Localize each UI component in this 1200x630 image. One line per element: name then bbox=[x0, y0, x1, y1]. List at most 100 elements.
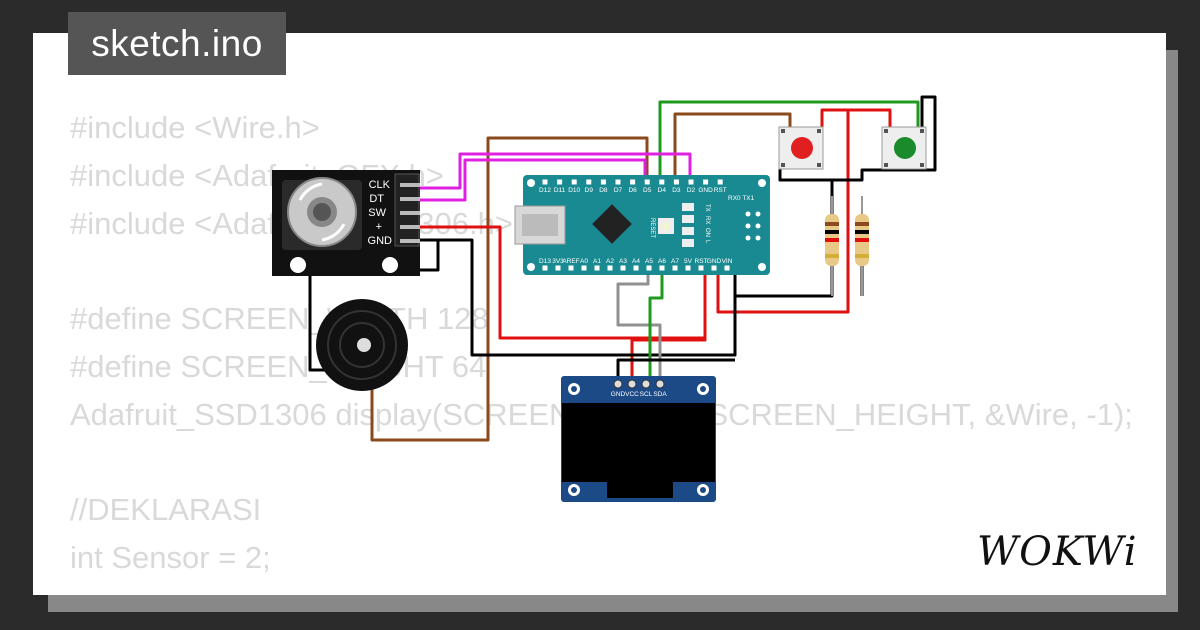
tx-label: TX bbox=[704, 204, 710, 212]
oled-pin-gnd: GND bbox=[611, 391, 626, 398]
resistor[interactable] bbox=[855, 196, 869, 296]
wire-gray bbox=[616, 268, 662, 384]
wire-brown bbox=[370, 136, 649, 442]
wire-magenta bbox=[420, 152, 692, 190]
arduino-pin-label: 5V bbox=[684, 258, 693, 265]
arduino-pin-label: D12 bbox=[539, 187, 551, 194]
arduino-pin-label: D10 bbox=[568, 187, 580, 194]
arduino-pin-label: VIN bbox=[722, 258, 733, 265]
arduino-pin-hole[interactable] bbox=[659, 179, 665, 185]
arduino-pin-hole[interactable] bbox=[581, 265, 587, 271]
arduino-pin-hole[interactable] bbox=[672, 265, 678, 271]
arduino-pin-hole[interactable] bbox=[644, 179, 650, 185]
arduino-pin-label: D11 bbox=[554, 187, 566, 194]
wire-magenta bbox=[420, 158, 647, 202]
arduino-pin-label: A5 bbox=[645, 258, 653, 265]
arduino-pin-label: A7 bbox=[671, 258, 679, 265]
wire-red bbox=[848, 108, 892, 130]
arduino-pin-label: RST bbox=[695, 258, 708, 265]
arduino-pin-label: D8 bbox=[599, 187, 608, 194]
buzzer[interactable] bbox=[316, 299, 408, 391]
oled-pin-vcc: VCC bbox=[625, 391, 639, 398]
arduino-pin-hole[interactable] bbox=[600, 179, 606, 185]
arduino-pin-hole[interactable] bbox=[688, 179, 694, 185]
wokwi-logo-text: WOKWi bbox=[977, 529, 1138, 575]
arduino-pin-hole[interactable] bbox=[542, 265, 548, 271]
arduino-pin-hole[interactable] bbox=[571, 179, 577, 185]
arduino-pin-label: AREF bbox=[562, 258, 579, 265]
arduino-pin-label: D13 bbox=[539, 258, 551, 265]
arduino-pin-hole[interactable] bbox=[673, 179, 679, 185]
rx0-tx1-label: RX0 TX1 bbox=[728, 195, 755, 202]
rotary-encoder[interactable]: CLK DT SW + GND bbox=[272, 170, 420, 276]
arduino-pin-hole[interactable] bbox=[620, 265, 626, 271]
arduino-pin-hole[interactable] bbox=[724, 265, 730, 271]
arduino-pin-label: D3 bbox=[672, 187, 681, 194]
arduino-pin-hole[interactable] bbox=[555, 265, 561, 271]
oled-pin-scl: SCL bbox=[640, 391, 653, 398]
file-name-tab: sketch.ino bbox=[68, 12, 286, 75]
arduino-pin-label: GND bbox=[698, 187, 713, 194]
arduino-pin-label: A2 bbox=[606, 258, 614, 265]
arduino-pin-label: D5 bbox=[643, 187, 652, 194]
oled-pin-sda: SDA bbox=[653, 391, 667, 398]
arduino-pin-hole[interactable] bbox=[633, 265, 639, 271]
arduino-pin-label: A6 bbox=[658, 258, 666, 265]
wire-brown bbox=[673, 112, 792, 183]
encoder-pin-clk: CLK bbox=[369, 179, 391, 191]
oled-screen bbox=[562, 403, 715, 482]
code-line: Adafruit_SSD1306 display(SCREEN_WIDTH, S… bbox=[70, 396, 1133, 432]
arduino-pin-label: A0 bbox=[580, 258, 588, 265]
arduino-pin-hole[interactable] bbox=[607, 265, 613, 271]
arduino-pin-label: D4 bbox=[658, 187, 667, 194]
arduino-pin-hole[interactable] bbox=[615, 179, 621, 185]
arduino-pin-label: A4 bbox=[632, 258, 640, 265]
arduino-pin-hole[interactable] bbox=[542, 179, 548, 185]
arduino-pin-hole[interactable] bbox=[586, 179, 592, 185]
arduino-pin-hole[interactable] bbox=[659, 265, 665, 271]
pushbutton-green[interactable] bbox=[881, 126, 927, 170]
encoder-pin-gnd: GND bbox=[368, 235, 393, 247]
arduino-pin-label: D2 bbox=[687, 187, 696, 194]
arduino-pin-hole[interactable] bbox=[594, 265, 600, 271]
l-label: L bbox=[704, 240, 710, 244]
arduino-pin-hole[interactable] bbox=[703, 179, 709, 185]
arduino-pin-label: A3 bbox=[619, 258, 627, 265]
arduino-pin-hole[interactable] bbox=[646, 265, 652, 271]
arduino-pin-hole[interactable] bbox=[557, 179, 563, 185]
arduino-pin-label: RST bbox=[714, 187, 727, 194]
wire-black bbox=[420, 238, 737, 357]
wire-red bbox=[716, 108, 850, 314]
code-line: int Sensor = 2; bbox=[70, 540, 271, 576]
reset-label: RESET bbox=[649, 218, 655, 238]
wokwi-logo: WOKWi bbox=[977, 529, 1138, 575]
oled-display[interactable]: GND VCC SCL SDA bbox=[561, 376, 716, 502]
arduino-pin-label: GND bbox=[707, 258, 722, 265]
wire-green bbox=[648, 268, 664, 384]
preview-card: #include <Wire.h>#include <Adafruit_GFX.… bbox=[33, 33, 1166, 595]
arduino-pin-hole[interactable] bbox=[698, 265, 704, 271]
code-line: #include <Wire.h> bbox=[70, 110, 320, 145]
arduino-pin-hole[interactable] bbox=[685, 265, 691, 271]
wire-black bbox=[832, 95, 937, 182]
resistor[interactable] bbox=[825, 196, 839, 296]
rotate-arrow-icon bbox=[298, 182, 323, 201]
encoder-pin-sw: SW bbox=[368, 207, 386, 219]
encoder-pin-plus: + bbox=[376, 221, 382, 233]
arduino-pin-hole[interactable] bbox=[568, 265, 574, 271]
code-line: //DEKLARASI bbox=[70, 492, 262, 528]
pushbutton-red[interactable] bbox=[778, 126, 824, 170]
on-label: ON bbox=[704, 228, 710, 237]
arduino-pin-label: D6 bbox=[628, 187, 637, 194]
code-line: int RT_Button = 3; bbox=[70, 582, 1133, 592]
arduino-pin-hole[interactable] bbox=[711, 265, 717, 271]
arduino-pin-label: A1 bbox=[593, 258, 601, 265]
rx-label: RX bbox=[704, 216, 710, 224]
arduino-pin-label: D7 bbox=[614, 187, 623, 194]
arduino-pin-label: 3V3 bbox=[552, 258, 564, 265]
arduino-pin-hole[interactable] bbox=[717, 179, 723, 185]
arduino-pin-hole[interactable] bbox=[630, 179, 636, 185]
code-preview: #include <Wire.h>#include <Adafruit_GFX.… bbox=[70, 104, 1133, 592]
